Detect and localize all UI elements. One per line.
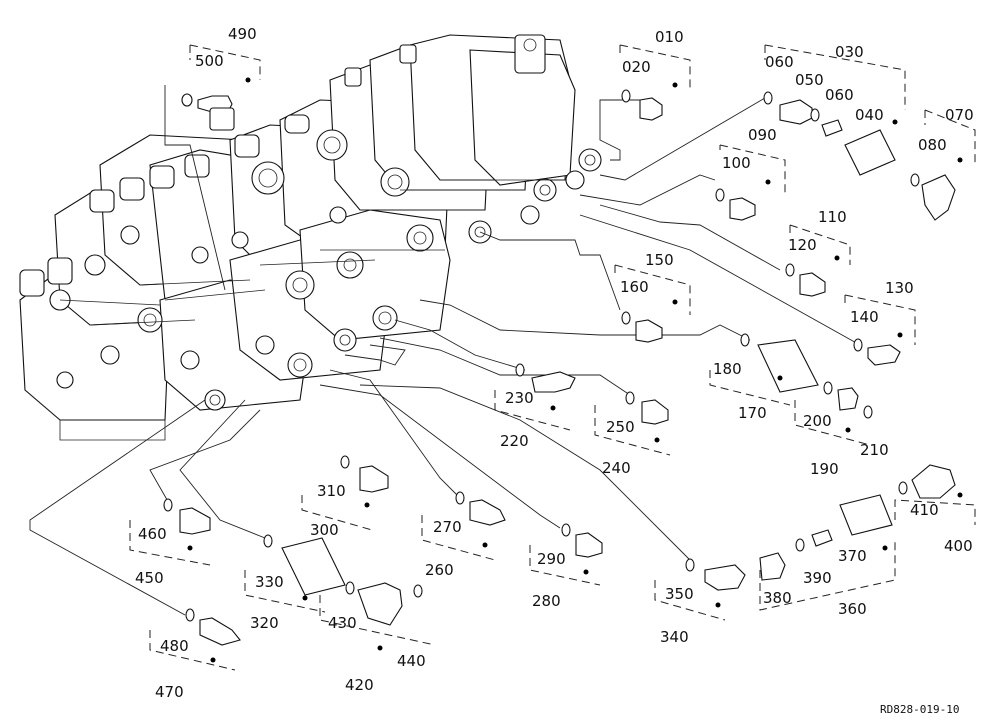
callout-270: 270 [433,518,462,536]
callout-040: 040 [855,106,884,124]
document-code: RD828-019-10 [880,703,959,716]
callout-310: 310 [317,482,346,500]
callout-460: 460 [138,525,167,543]
callout-260: 260 [425,561,454,579]
callout-160: 160 [620,278,649,296]
callout-420: 420 [345,676,374,694]
callout-390: 390 [803,569,832,587]
callout-060-second: 060 [825,86,854,104]
callout-130: 130 [885,279,914,297]
callout-010: 010 [655,28,684,46]
callout-280: 280 [532,592,561,610]
callout-170: 170 [738,404,767,422]
callout-320: 320 [250,614,279,632]
callout-labels: 010 020 030 040 050 060 060 070 080 090 … [135,25,974,701]
fittings [163,77,963,663]
leader-lines [29,85,861,616]
callout-480: 480 [160,637,189,655]
callout-020: 020 [622,58,651,76]
callout-210: 210 [860,441,889,459]
callout-060: 060 [765,53,794,71]
callout-340: 340 [660,628,689,646]
callout-120: 120 [788,236,817,254]
callout-400: 400 [944,537,973,555]
callout-470: 470 [155,683,184,701]
callout-050: 050 [795,71,824,89]
callout-350: 350 [665,585,694,603]
callout-490: 490 [228,25,257,43]
callout-080: 080 [918,136,947,154]
callout-370: 370 [838,547,867,565]
callout-450: 450 [135,569,164,587]
callout-190: 190 [810,460,839,478]
callout-230: 230 [505,389,534,407]
callout-070: 070 [945,106,974,124]
callout-440: 440 [397,652,426,670]
callout-500: 500 [195,52,224,70]
callout-090: 090 [748,126,777,144]
callout-380: 380 [763,589,792,607]
callout-250: 250 [606,418,635,436]
callout-030: 030 [835,43,864,61]
callout-410: 410 [910,501,939,519]
callout-220: 220 [500,432,529,450]
callout-180: 180 [713,360,742,378]
callout-100: 100 [722,154,751,172]
callout-150: 150 [645,251,674,269]
callout-200: 200 [803,412,832,430]
callout-360: 360 [838,600,867,618]
callout-240: 240 [602,459,631,477]
callout-140: 140 [850,308,879,326]
callout-290: 290 [537,550,566,568]
callout-430: 430 [328,614,357,632]
callout-110: 110 [818,208,847,226]
callout-300: 300 [310,521,339,539]
group-brackets [129,44,976,671]
callout-330: 330 [255,573,284,591]
control-valve-assembly [19,34,602,441]
